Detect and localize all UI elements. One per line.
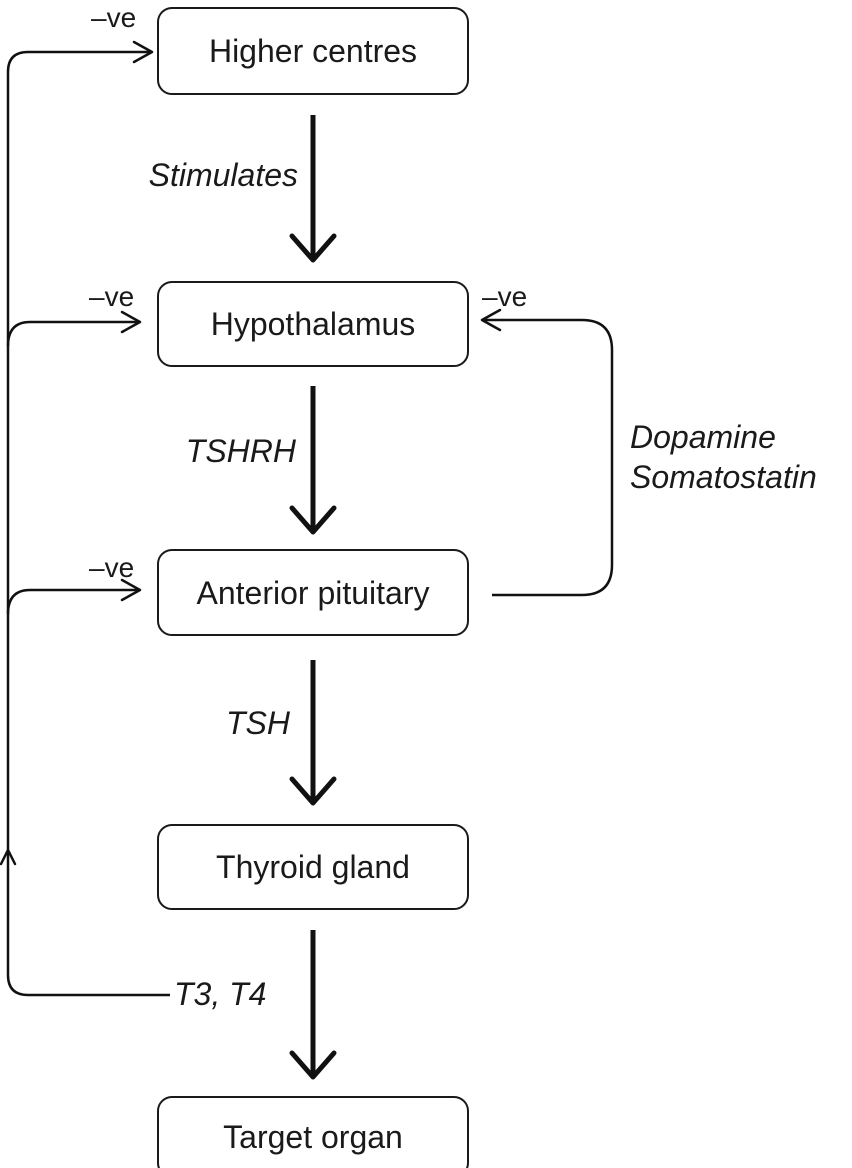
arrow-higher-to-hypothalamus-head	[289, 233, 337, 263]
node-target-organ-label: Target organ	[223, 1119, 403, 1155]
node-hypothalamus: Hypothalamus	[157, 281, 469, 367]
node-thyroid-gland-box	[157, 824, 469, 910]
feedback-arrowhead-hypothalamus	[120, 310, 142, 334]
arrow-thyroid-to-target-head	[289, 1050, 337, 1080]
node-anterior-pituitary-label: Anterior pituitary	[197, 575, 430, 611]
negative-label-higher-centres: –ve	[91, 2, 136, 33]
edge-label-stimulates: Stimulates	[149, 157, 298, 193]
node-hypothalamus-box	[157, 281, 469, 367]
arrow-thyroid-to-target	[289, 930, 337, 1080]
edge-label-tsh: TSH	[226, 705, 291, 741]
feedback-loop-dopamine-somatostatin	[480, 308, 614, 597]
feedback-arrowhead-anterior-pituitary	[120, 578, 142, 602]
feedback-loop-main-line	[6, 50, 170, 997]
node-thyroid-gland: Thyroid gland	[157, 824, 469, 910]
edge-label-t3-t4: T3, T4	[174, 976, 266, 1012]
feedback-label-dopamine: Dopamine	[630, 419, 776, 455]
node-hypothalamus-label: Hypothalamus	[211, 306, 416, 342]
negative-label-anterior-pituitary: –ve	[89, 552, 134, 583]
node-anterior-pituitary-box	[157, 549, 469, 636]
feedback-branch-anterior-pituitary	[6, 588, 138, 615]
edge-label-tshrh: TSHRH	[186, 433, 297, 469]
negative-label-hypothalamus-left: –ve	[89, 281, 134, 312]
arrow-hypothalamus-to-pituitary-head	[289, 505, 337, 535]
node-higher-centres: Higher centres	[157, 7, 469, 95]
node-target-organ-box	[157, 1096, 469, 1168]
negative-label-hypothalamus-right: –ve	[482, 281, 527, 312]
node-higher-centres-box	[157, 7, 469, 95]
node-target-organ: Target organ	[157, 1096, 469, 1168]
feedback-right-line	[484, 318, 614, 597]
arrow-hypothalamus-to-pituitary	[289, 386, 337, 535]
node-thyroid-gland-label: Thyroid gland	[216, 849, 410, 885]
arrow-pituitary-to-thyroid	[289, 660, 337, 806]
feedback-branch-hypothalamus	[6, 320, 138, 347]
feedback-arrowhead-higher-centres	[132, 40, 154, 64]
feedback-arrowhead-hypothalamus-right	[480, 308, 502, 332]
feedback-up-arrow-icon	[0, 848, 17, 866]
node-higher-centres-label: Higher centres	[209, 33, 417, 69]
arrow-higher-to-hypothalamus	[289, 115, 337, 263]
feedback-label-somatostatin: Somatostatin	[630, 459, 817, 495]
node-anterior-pituitary: Anterior pituitary	[157, 549, 469, 636]
feedback-loop-t3-t4	[0, 40, 170, 997]
arrow-pituitary-to-thyroid-head	[289, 776, 337, 806]
